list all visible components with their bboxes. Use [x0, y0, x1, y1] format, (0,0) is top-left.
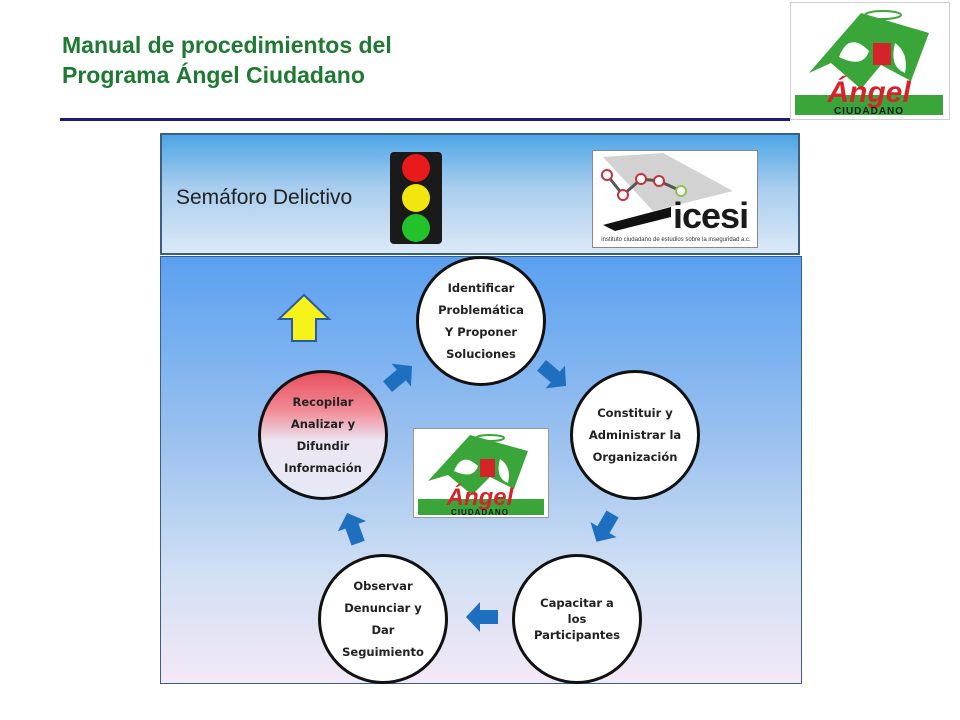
semaforo-label: Semáforo Delictivo — [176, 186, 353, 209]
node-5-line-4: Información — [284, 461, 362, 475]
node-constituir: Constituir y Administrar la Organización — [570, 370, 700, 500]
node-5-line-1: Recopilar — [292, 395, 354, 409]
cycle-arrow-2-3 — [590, 510, 619, 542]
cycle-arrow-5-1 — [383, 363, 413, 393]
node-5-line-3: Difundir — [296, 439, 350, 453]
logo-brand-sub: CIUDADANO — [834, 106, 904, 117]
cycle-arrow-3-4 — [466, 602, 498, 632]
node-1-line-1: Identificar — [447, 281, 515, 295]
center-logo-graphic: Ángel CIUDADANO — [418, 434, 544, 517]
icesi-graphic — [601, 153, 733, 231]
node-4-line-2: Denunciar y — [344, 601, 422, 615]
cycle-arrow-1-2 — [537, 359, 567, 389]
node-2-line-2: Administrar la — [588, 428, 682, 442]
node-recopilar: Recopilar Analizar y Difundir Informació… — [258, 370, 388, 500]
node-4-line-3: Dar — [371, 623, 395, 637]
cycle-arrow-4-5 — [337, 513, 367, 546]
logo-brand-word: Ángel — [826, 75, 911, 109]
center-logo-brand-sub: CIUDADANO — [451, 508, 509, 517]
node-1-line-2: Problemática — [438, 303, 524, 317]
angel-ciudadano-logo: Ángel CIUDADANO — [790, 2, 950, 120]
center-logo-brand-word: Ángel — [446, 483, 515, 511]
up-arrow-icon — [276, 293, 332, 342]
node-observar: Observar Denunciar y Dar Seguimiento — [318, 554, 448, 684]
node-1-line-4: Soluciones — [446, 347, 516, 361]
node-3-line-2: los — [567, 612, 587, 626]
node-2-line-1: Constituir y — [597, 406, 673, 420]
icesi-subtitle: instituto ciudadano de estudios sobre la… — [601, 237, 751, 243]
node-3-line-1: Capacitar a — [540, 596, 614, 610]
node-1-line-3: Y Proponer — [444, 325, 518, 339]
icesi-wordmark: icesi — [673, 195, 749, 236]
node-identificar: Identificar Problemática Y Proponer Solu… — [416, 256, 546, 386]
traffic-light-icon — [390, 152, 442, 244]
title-underline — [60, 118, 790, 121]
center-angel-logo: Ángel CIUDADANO — [413, 428, 549, 518]
angel-logo-graphic: Ángel CIUDADANO — [791, 3, 949, 119]
node-2-line-3: Organización — [592, 450, 678, 464]
title-line-1: Manual de procedimientos del — [62, 32, 392, 58]
node-3-line-3: Participantes — [533, 628, 621, 642]
node-4-line-4: Seguimiento — [342, 645, 424, 659]
title-line-2: Programa Ángel Ciudadano — [62, 62, 365, 88]
icesi-logo — [592, 150, 758, 248]
node-capacitar: Capacitar a los Participantes — [512, 554, 642, 684]
node-5-line-2: Analizar y — [290, 417, 356, 431]
page-title: Manual de procedimientos del Programa Án… — [62, 30, 392, 90]
node-4-line-1: Observar — [353, 579, 413, 593]
